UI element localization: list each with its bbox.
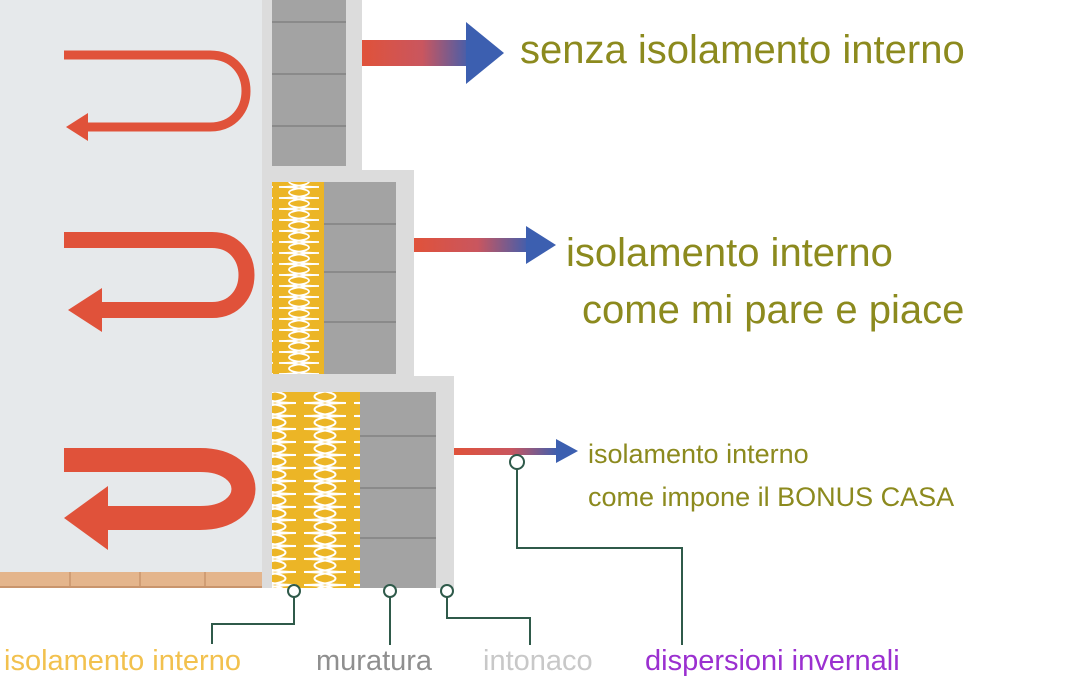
callout-diy-insulation: isolamento interno come mi pare e piace [566, 225, 964, 339]
callout-diy-line2: come mi pare e piace [582, 287, 965, 332]
heat-return-arrow-3 [64, 448, 256, 550]
heat-return-arrow-2 [64, 232, 255, 332]
wall-section-diy-insulation [262, 170, 414, 376]
leader-lines [211, 454, 683, 645]
heat-loss-arrow-medium [414, 226, 556, 264]
callout-diy-line1: isolamento interno [566, 231, 893, 275]
interior-wall-background [0, 0, 262, 572]
legend-plaster: intonaco [483, 645, 593, 677]
legend-dispersion: dispersioni invernali [645, 645, 900, 677]
heat-return-arrow-1 [64, 50, 251, 141]
floor-tiles [0, 572, 262, 588]
legend-insulation: isolamento interno [4, 645, 241, 677]
wall-section-bonus-insulation [262, 376, 454, 588]
legend: isolamento interno muratura intonaco dis… [0, 645, 1084, 681]
callout-bonus-line2: come impone il BONUS CASA [588, 482, 955, 513]
callout-bonus-insulation: isolamento interno come impone il BONUS … [588, 433, 954, 519]
legend-masonry: muratura [316, 645, 433, 677]
callout-no-insulation: senza isolamento interno [520, 28, 965, 72]
wall-section-no-insulation [262, 0, 362, 170]
heat-loss-arrow-small [454, 439, 578, 463]
callout-bonus-line1: isolamento interno [588, 439, 809, 469]
heat-loss-arrow-large [362, 22, 504, 84]
